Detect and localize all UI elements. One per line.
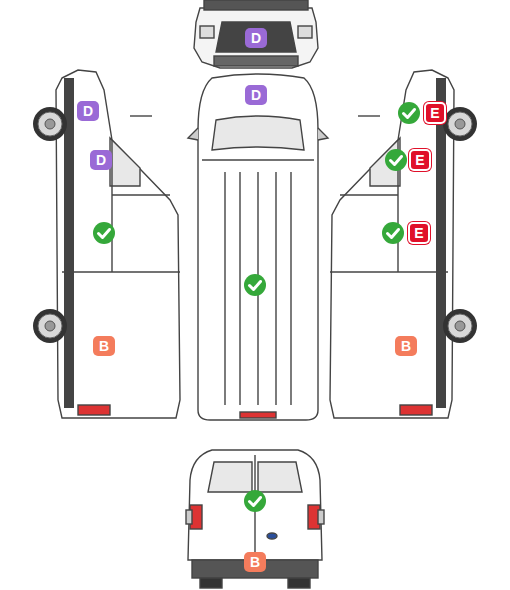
letter-badge: B: [395, 336, 417, 356]
badge-letter: E: [430, 106, 439, 120]
letter-badge: D: [90, 150, 112, 170]
rear-view: [186, 450, 324, 588]
badge-letter: D: [83, 104, 93, 118]
letter-badge: B: [93, 336, 115, 356]
letter-badge: E: [409, 149, 431, 171]
letter-badge: E: [408, 222, 430, 244]
front-view: [194, 0, 318, 68]
badge-letter: B: [401, 339, 411, 353]
badge-letter: E: [414, 226, 423, 240]
letter-badge: D: [245, 85, 267, 105]
letter-badge: D: [77, 101, 99, 121]
right-side-view: [330, 70, 454, 418]
badge-letter: D: [96, 153, 106, 167]
badge-letter: B: [99, 339, 109, 353]
badge-letter: D: [251, 88, 261, 102]
top-view: [188, 74, 328, 420]
letter-badge: E: [424, 102, 446, 124]
letter-badge: D: [245, 28, 267, 48]
badge-letter: D: [251, 31, 261, 45]
left-side-view: [56, 70, 180, 418]
badge-letter: E: [415, 153, 424, 167]
letter-badge: B: [244, 552, 266, 572]
badge-letter: B: [250, 555, 260, 569]
